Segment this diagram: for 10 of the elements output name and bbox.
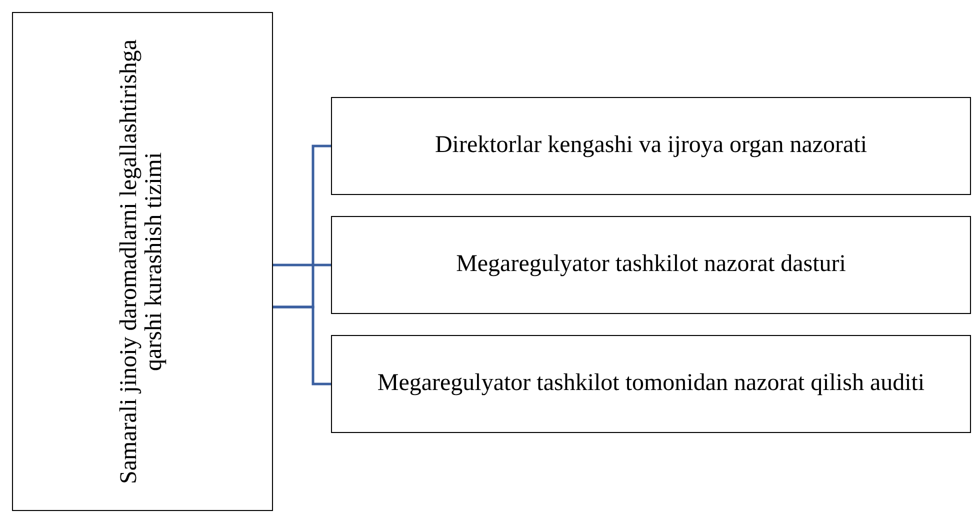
box-label: Samarali jinoiy daromadlarni legallashtirishga qarshi kurashish tizimi <box>117 38 168 486</box>
box-label: Megaregulyator tashkilot nazorat dasturi <box>456 252 846 278</box>
connector-line <box>273 306 331 386</box>
process-box <box>331 97 971 195</box>
box-label: Direktorlar kengashi va ijroya organ nazorati <box>434 133 868 159</box>
process-box <box>12 12 273 511</box>
box-label: Megaregulyator tashkilot tomonidan nazorat qilish auditi <box>377 371 925 397</box>
process-box <box>331 335 971 433</box>
connector-line <box>273 264 331 266</box>
process-box <box>331 216 971 314</box>
